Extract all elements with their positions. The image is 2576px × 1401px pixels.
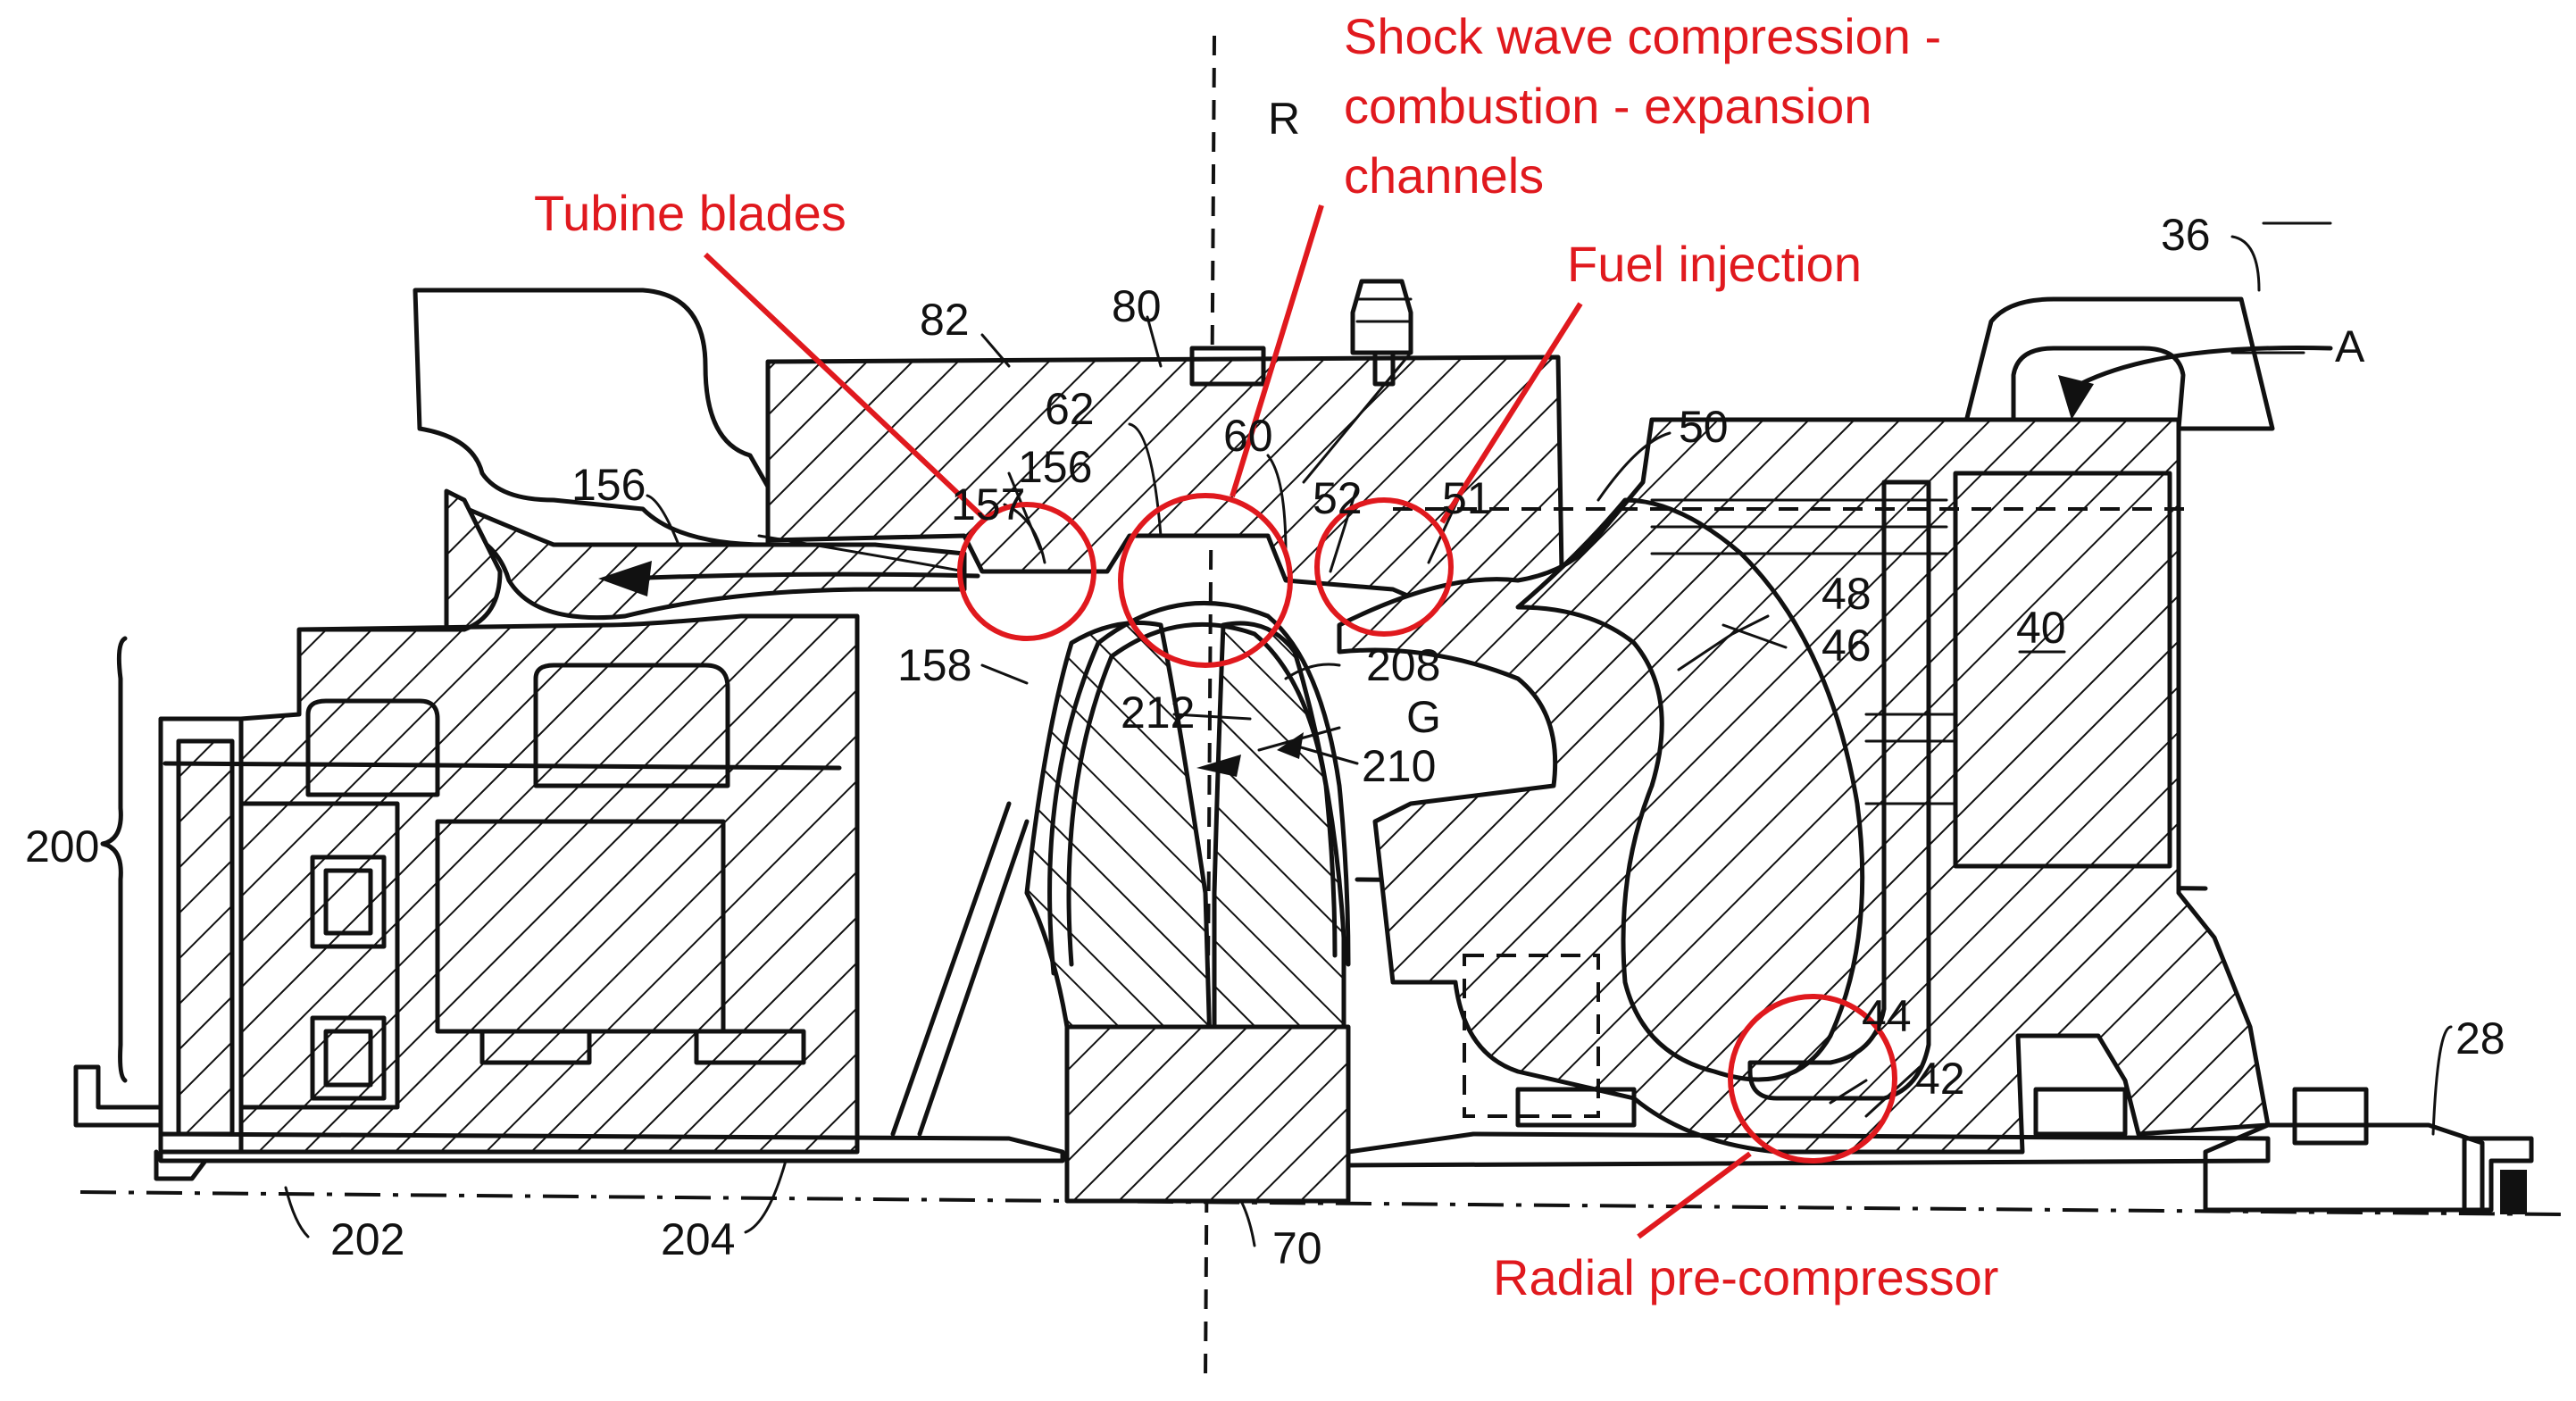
inlet-arrowhead: [2058, 375, 2094, 420]
shaft-70: [1064, 1024, 1351, 1204]
label-36: 36: [2161, 210, 2211, 260]
label-r: R: [1268, 94, 1300, 144]
annotation-markers: [703, 204, 1897, 1239]
brace-200: [100, 636, 128, 1083]
gap-arrow-2: [1196, 755, 1241, 777]
label-212: 212: [1121, 688, 1195, 738]
channel-leader: [1230, 204, 1324, 497]
bearing-right: [2033, 1087, 2369, 1146]
leader-lines: [284, 221, 2453, 1247]
shaft-slot: [1189, 346, 1266, 387]
left-cavity-1: [305, 698, 440, 797]
label-60: 60: [1223, 411, 1273, 461]
annotation-fuel: Fuel injection: [1567, 236, 1862, 292]
label-80: 80: [1112, 281, 1162, 331]
label-200: 200: [25, 821, 99, 871]
inlet-arrow-a: [2078, 346, 2333, 387]
gap-arrow-g: [1277, 732, 1304, 759]
label-a: A: [2335, 321, 2365, 371]
exhaust-duct-hatch: [444, 497, 967, 621]
label-50: 50: [1679, 402, 1729, 452]
rotor-skin-inner: [1066, 621, 1338, 967]
inlet-channel-48: [1515, 497, 1865, 1082]
turbine-circle: [957, 502, 1096, 641]
exhaust-flow-arrowhead: [598, 561, 652, 596]
bolt-head-lines: [1355, 297, 1413, 323]
label-g: G: [1406, 692, 1441, 742]
annotations: Shock wave compression - combustion - ex…: [534, 8, 1998, 1305]
pre-compressor-44: [1747, 480, 1931, 1101]
precompressor-circle: [1728, 994, 1897, 1163]
stator-40: [1953, 471, 2172, 869]
label-208: 208: [1366, 640, 1440, 690]
label-62: 62: [1045, 384, 1095, 434]
left-cavity-2: [533, 663, 730, 788]
exhaust-collector: [73, 288, 967, 1155]
main-shaft: [154, 801, 2271, 1181]
compressor-inlet-shell: [1962, 296, 2275, 431]
rotor-skin-outer: [1047, 601, 1351, 976]
label-42: 42: [1915, 1054, 1965, 1104]
fuel-leader: [1439, 302, 1583, 524]
end-block: [2500, 1170, 2527, 1214]
label-51: 51: [1442, 473, 1492, 523]
label-48: 48: [1822, 569, 1872, 619]
end-cap-28: [2462, 1136, 2534, 1213]
label-204: 204: [661, 1214, 735, 1264]
label-40: 40: [2016, 603, 2066, 653]
strut-left: [890, 801, 1030, 1137]
hub-web: [323, 868, 373, 1088]
bearing-left-1: [479, 1029, 592, 1065]
annotation-shock-line1: Shock wave compression -: [1344, 8, 1941, 64]
hub-plate: [158, 716, 244, 1155]
exhaust-flow-line: [757, 534, 966, 573]
label-70: 70: [1272, 1223, 1322, 1273]
label-52: 52: [1313, 473, 1363, 523]
hub-block-1: [310, 855, 387, 949]
bearing-left-2: [694, 1029, 806, 1065]
label-210: 210: [1362, 741, 1436, 791]
hub-inner: [176, 738, 235, 1137]
tie-rod-left: [163, 761, 842, 771]
bearing-center-right: [1515, 1087, 1637, 1128]
annotation-turbine: Tubine blades: [534, 185, 846, 241]
precompressor-leader: [1637, 1151, 1752, 1239]
reference-numerals: R A G 36 40 42 44 46 48 50 51 52 60 62 7…: [25, 94, 2505, 1273]
exhaust-outer-shell: [413, 288, 771, 547]
turbine-leader: [703, 252, 989, 523]
hub-block-2: [310, 1015, 387, 1101]
annotation-shock-line3: channels: [1344, 147, 1544, 204]
dashed-box: [1393, 507, 2188, 1118]
label-157: 157: [951, 480, 1025, 530]
shaft-202: [154, 1149, 208, 1181]
label-82: 82: [920, 295, 970, 345]
label-28: 28: [2455, 1013, 2505, 1063]
rotor-disks: [1024, 601, 1351, 1204]
annotation-precompressor: Radial pre-compressor: [1493, 1249, 1998, 1305]
compressor-casing: [1337, 417, 2271, 1155]
compressor-section: [1337, 296, 2534, 1214]
label-156-left: 156: [571, 460, 646, 510]
exhaust-flow-arrow: [622, 571, 980, 581]
annotation-shock-line2: combustion - expansion: [1344, 78, 1872, 134]
shaft-right: [1346, 1131, 2271, 1168]
fuel-circle: [1314, 497, 1454, 637]
channel-circle: [1118, 493, 1293, 668]
label-156-center: 156: [1018, 442, 1092, 492]
label-44: 44: [1862, 991, 1912, 1041]
label-202: 202: [330, 1214, 404, 1264]
left-flange: [73, 1064, 163, 1128]
label-158: 158: [897, 640, 971, 690]
exhaust-flow: [598, 534, 980, 596]
shaft-left: [158, 1131, 1065, 1163]
label-46: 46: [1822, 621, 1872, 671]
compressor-blades: [1650, 498, 1957, 805]
